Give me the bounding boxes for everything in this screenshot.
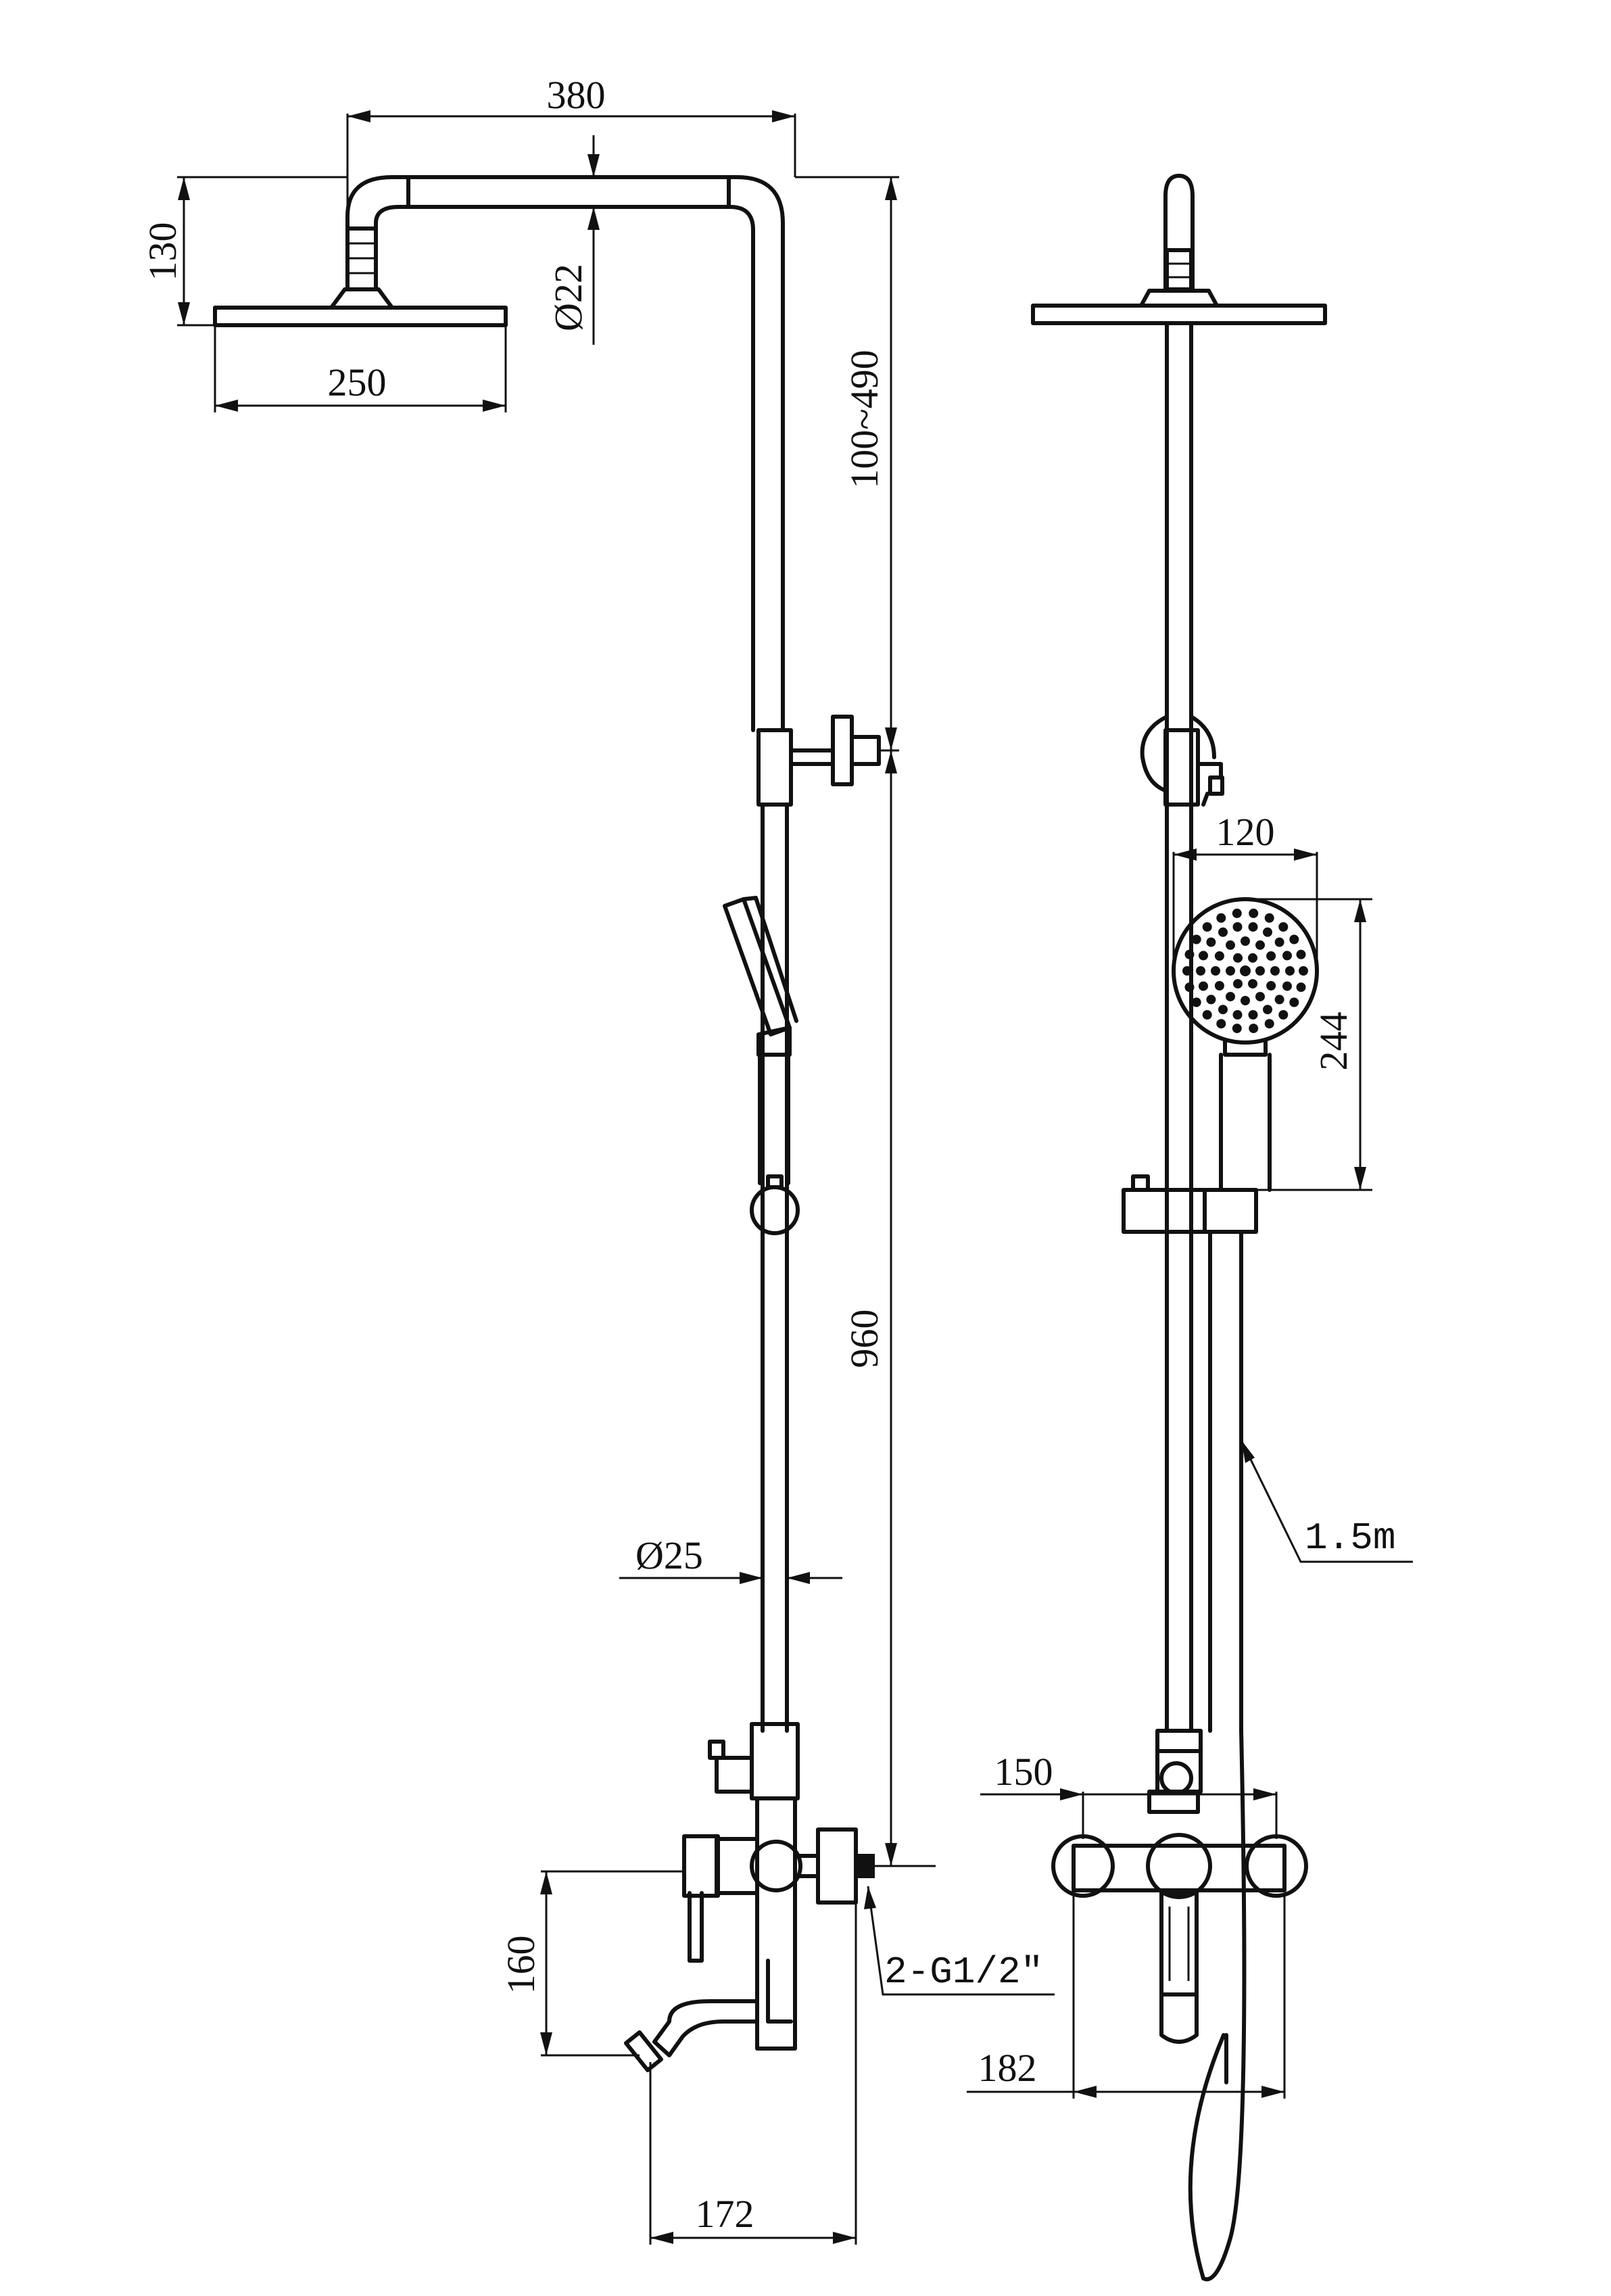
- spray-nozzle: [1184, 982, 1195, 992]
- dim-spout-length: 172: [696, 2192, 754, 2236]
- spray-nozzle: [1218, 927, 1228, 937]
- spray-nozzle: [1241, 936, 1250, 946]
- dim-head-height: 130: [141, 222, 185, 281]
- spray-nozzle: [1226, 966, 1235, 976]
- dim-hand-shower-width: 120: [1216, 810, 1275, 854]
- spray-nozzle: [1206, 937, 1216, 947]
- spray-nozzle: [1184, 949, 1195, 959]
- spray-nozzle: [1263, 1005, 1272, 1015]
- spray-nozzle: [1241, 996, 1250, 1005]
- spray-nozzle: [1264, 1019, 1274, 1029]
- diverter-valve: [708, 1722, 800, 1800]
- shower-hose: [1188, 1230, 1247, 2282]
- spray-nozzles: [1182, 908, 1308, 1034]
- spray-nozzle: [1232, 922, 1243, 932]
- spray-nozzle: [1296, 949, 1306, 959]
- spray-nozzle: [1232, 1024, 1242, 1034]
- rain-shower-head-side: [213, 226, 508, 327]
- spray-nozzle: [1296, 982, 1306, 992]
- spray-nozzle: [1211, 966, 1220, 976]
- rain-shower-head-front: [1031, 174, 1327, 325]
- spray-nozzle: [1249, 1024, 1259, 1034]
- spray-nozzle: [1255, 966, 1265, 976]
- dim-cover-span: 182: [978, 2046, 1037, 2090]
- spray-nozzle: [1282, 981, 1292, 991]
- dim-rod-length: 960: [842, 1310, 886, 1368]
- spray-nozzle: [1299, 966, 1308, 976]
- dim-pipe-width: 380: [547, 73, 606, 117]
- spray-nozzle: [1226, 992, 1235, 1002]
- spray-nozzle: [1282, 951, 1292, 961]
- spray-nozzle: [1202, 922, 1212, 932]
- spray-nozzle: [1196, 966, 1205, 976]
- note-hose-length: 1.5m: [1305, 1516, 1395, 1560]
- spray-nozzle: [1226, 940, 1235, 950]
- shower-arm-pipe: [345, 175, 785, 732]
- spray-nozzle: [1248, 1010, 1258, 1020]
- spray-nozzle: [1285, 966, 1295, 976]
- spray-nozzle: [1248, 979, 1257, 989]
- spray-nozzle: [1270, 966, 1280, 976]
- spray-nozzle: [1278, 1010, 1289, 1020]
- spray-nozzle: [1263, 927, 1272, 937]
- spray-nozzle: [1216, 913, 1226, 923]
- spray-nozzle: [1249, 908, 1259, 918]
- spray-nozzle: [1216, 1019, 1226, 1029]
- side-view-dimensions: 380 130 Ø22 250 100~490 960: [141, 73, 1055, 2245]
- spray-nozzle: [1266, 981, 1276, 990]
- dim-pipe-diameter: Ø22: [546, 264, 590, 331]
- dim-inlet-spacing: 150: [994, 1750, 1053, 1794]
- spray-nozzle: [1233, 953, 1243, 963]
- side-view: 380 130 Ø22 250 100~490 960: [141, 73, 1055, 2245]
- spray-nozzle: [1182, 966, 1192, 976]
- spray-nozzle: [1232, 908, 1242, 918]
- spray-nozzle: [1274, 995, 1284, 1005]
- note-connection: 2-G1/2″: [884, 1951, 1043, 1994]
- spray-nozzle: [1274, 937, 1284, 947]
- front-view: 120 244 1.5m 150 182: [967, 174, 1413, 2282]
- dim-rod-adjust: 100~490: [842, 350, 886, 488]
- dim-mixer-height: 160: [499, 1936, 543, 1994]
- spray-nozzle: [1266, 951, 1276, 961]
- spray-nozzle: [1289, 997, 1299, 1007]
- height-adjust-collar: [756, 715, 881, 807]
- spray-nozzle: [1199, 951, 1208, 961]
- spray-nozzle: [1255, 992, 1265, 1002]
- spray-nozzle: [1240, 965, 1251, 976]
- spray-nozzle: [1214, 951, 1224, 961]
- mixer-body-side: [682, 1796, 875, 2051]
- spray-nozzle: [1232, 1010, 1243, 1020]
- spray-nozzle: [1248, 922, 1258, 932]
- spray-nozzle: [1233, 979, 1243, 989]
- spray-nozzle: [1289, 934, 1299, 944]
- front-view-dimensions: 120 244 1.5m 150 182: [967, 810, 1413, 2099]
- spray-nozzle: [1264, 913, 1274, 923]
- riser-rod-front: [1165, 321, 1193, 1733]
- riser-rod: [761, 803, 789, 1733]
- dim-hand-shower-length: 244: [1312, 1012, 1355, 1071]
- spray-nozzle: [1206, 995, 1216, 1005]
- spray-nozzle: [1218, 1005, 1228, 1015]
- spray-nozzle: [1191, 934, 1201, 944]
- dim-head-diameter: 250: [328, 360, 387, 404]
- dim-rod-diameter: Ø25: [635, 1533, 703, 1577]
- hand-shower-side: [723, 896, 800, 1235]
- height-adjust-collar-front: [1140, 715, 1224, 807]
- mixer-body-front: [1051, 1729, 1308, 2044]
- spray-nozzle: [1248, 953, 1257, 963]
- spray-nozzle: [1255, 940, 1265, 950]
- spray-nozzle: [1214, 981, 1224, 990]
- spray-nozzle: [1199, 981, 1208, 991]
- bath-spout: [624, 1999, 759, 2072]
- spray-nozzle: [1191, 997, 1201, 1007]
- spray-nozzle: [1202, 1010, 1212, 1020]
- spray-nozzle: [1278, 922, 1289, 932]
- hand-shower-front: [1122, 897, 1319, 1234]
